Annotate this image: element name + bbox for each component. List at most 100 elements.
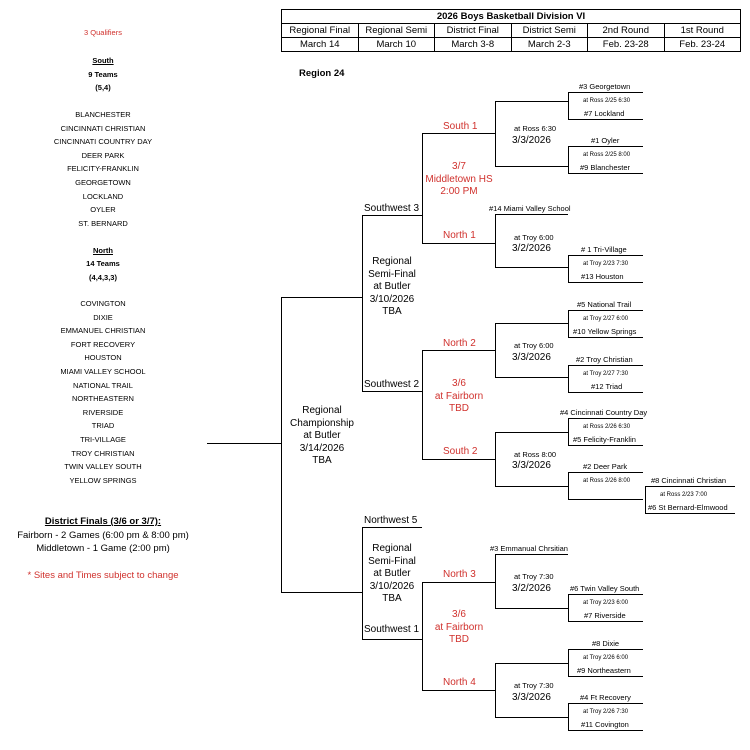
team-name: #3 Georgetown (579, 82, 631, 91)
team-name: #2 Deer Park (583, 462, 628, 471)
round-label: District Semi (510, 23, 588, 38)
info-line: 3/7 (452, 161, 466, 172)
regional-final-info: Regional Championship at Butler 3/14/202… (282, 405, 362, 468)
team-list-item: DIXIE (93, 312, 113, 322)
sites-note: * Sites and Times subject to change (27, 570, 179, 581)
team-list-item: FELICITY-FRANKLIN (67, 164, 139, 174)
team-name: #12 Triad (591, 382, 623, 391)
district-semi-date: 3/3/2026 (512, 352, 551, 363)
team-list-item: BLANCHESTER (75, 110, 131, 119)
team-name: #4 Ft Recovery (580, 693, 631, 702)
team-list-item: DEER PARK (81, 150, 125, 160)
team-list-item: NATIONAL TRAIL (73, 380, 133, 390)
game-info: at Troy 2/26 7:30 (583, 709, 629, 715)
south-2-label: South 2 (443, 446, 478, 457)
south-count: 9 Teams (88, 70, 118, 79)
district-line: Middletown - 1 Game (2:00 pm) (36, 543, 170, 554)
info-line: Semi-Final (368, 555, 416, 567)
district-final-1-info: 3/7 Middletown HS 2:00 PM (423, 161, 495, 199)
game-info: at Troy 2/23 6:00 (583, 600, 629, 606)
team-name: #13 Houston (581, 272, 624, 281)
info-line: TBD (449, 634, 469, 645)
district-semi-site: at Ross 6:30 (514, 124, 557, 133)
game-info: at Troy 2/27 6:00 (583, 316, 629, 322)
info-line: at Butler (373, 281, 411, 292)
game-info: at Ross 2/26 8:00 (583, 478, 631, 484)
regional-semi-top-info: Regional Semi-Final at Butler 3/10/2026 … (363, 256, 421, 319)
district-semi-date: 3/2/2026 (512, 243, 551, 254)
team-list-item: TRIAD (91, 421, 115, 431)
qualifiers-note: 3 Qualifiers (84, 28, 122, 37)
district-semi-site: at Troy 7:30 (514, 572, 554, 581)
team-list-item: OYLER (90, 205, 116, 215)
district-semi-date: 3/2/2026 (512, 583, 551, 594)
bracket-title: 2026 Boys Basketball Division VI (281, 9, 741, 24)
game-info: at Ross 2/26 6:30 (583, 424, 631, 430)
team-list-item: NORTHEASTERN (72, 394, 134, 404)
district-semi-date: 3/3/2026 (512, 135, 551, 146)
info-line: Semi-Final (368, 268, 416, 280)
team-list-item: RIVERSIDE (82, 407, 124, 417)
team-name: #2 Troy Christian (576, 355, 633, 364)
game-info: at Ross 2/25 6:30 (583, 98, 631, 104)
team-list-item: HOUSTON (84, 353, 122, 363)
info-line: TBA (312, 455, 332, 466)
info-line: at Butler (373, 568, 411, 579)
district-finals-title: District Finals (3/6 or 3/7): (44, 516, 162, 527)
team-name: #5 National Trail (577, 300, 632, 309)
team-list-item: EMMANUEL CHRISTIAN (60, 326, 146, 336)
game-info: at Ross 2/23 7:00 (660, 492, 708, 498)
team-list-item: MIAMI VALLEY SCHOOL (60, 367, 146, 376)
info-line: 3/6 (452, 609, 466, 620)
team-list-item: TROY CHRISTIAN (71, 448, 135, 458)
district-semi-site: at Troy 6:00 (514, 233, 554, 242)
info-line: at Fairborn (434, 621, 484, 633)
team-name: #8 Cincinnati Christian (651, 476, 727, 485)
team-name: #8 Dixie (592, 639, 620, 648)
south-split: (5,4) (95, 83, 111, 92)
round-date: Feb. 23-24 (663, 37, 741, 52)
district-line: Fairborn - 2 Games (6:00 pm & 8:00 pm) (17, 530, 189, 541)
team-name: #3 Emmanual Chrsitian (490, 544, 568, 553)
team-list-item: FORT RECOVERY (70, 339, 136, 349)
info-line: 2:00 PM (440, 186, 478, 197)
team-list-item: GEORGETOWN (75, 178, 131, 187)
team-name: #6 Twin Valley South (570, 584, 640, 593)
team-name: #7 Riverside (584, 611, 626, 620)
team-list-item: TWIN VALLEY SOUTH (64, 462, 142, 472)
team-name: #14 Miami Valley School (489, 204, 571, 213)
team-name: #5 Felicity-Franklin (573, 435, 636, 444)
regional-semi-bottom-info: Regional Semi-Final at Butler 3/10/2026 … (363, 543, 421, 606)
southwest-2-label: Southwest 2 (364, 379, 420, 390)
team-name: #11 Covington (581, 720, 629, 729)
district-semi-site: at Ross 8:00 (514, 450, 557, 459)
round-label: Regional Final (281, 23, 359, 38)
north-split: (4,4,3,3) (89, 273, 117, 282)
round-label: District Final (434, 23, 512, 38)
north-heading: North (93, 246, 113, 255)
game-info: at Troy 2/27 7:30 (583, 371, 629, 377)
south-heading: South (92, 56, 114, 65)
team-name: # 1 Tri-Village (581, 245, 627, 254)
south-1-label: South 1 (443, 121, 478, 132)
info-line: Regional (372, 256, 412, 267)
team-list-item: ST. BERNARD (78, 218, 128, 228)
round-date: March 14 (281, 37, 359, 52)
round-date: March 2-3 (510, 37, 588, 52)
north-3-label: North 3 (443, 569, 476, 580)
round-date: March 3-8 (434, 37, 512, 52)
southwest-1-label: Southwest 1 (364, 624, 420, 635)
round-date: March 10 (357, 37, 435, 52)
north-2-label: North 2 (443, 338, 476, 349)
district-final-3-info: 3/6 at Fairborn TBD (423, 609, 495, 647)
district-semi-site: at Troy 6:00 (514, 341, 554, 350)
team-name: #9 Blanchester (580, 163, 631, 172)
southwest-3-label: Southwest 3 (364, 203, 420, 214)
info-line: 3/10/2026 (369, 580, 415, 592)
info-line: TBA (382, 593, 402, 604)
team-name: #6 St Bernard-Elmwood (648, 503, 728, 512)
district-semi-site: at Troy 7:30 (514, 681, 554, 690)
game-info: at Ross 2/25 8:00 (583, 152, 631, 158)
team-list-item: CINCINNATI COUNTRY DAY (53, 137, 153, 147)
info-line: TBD (449, 403, 469, 414)
